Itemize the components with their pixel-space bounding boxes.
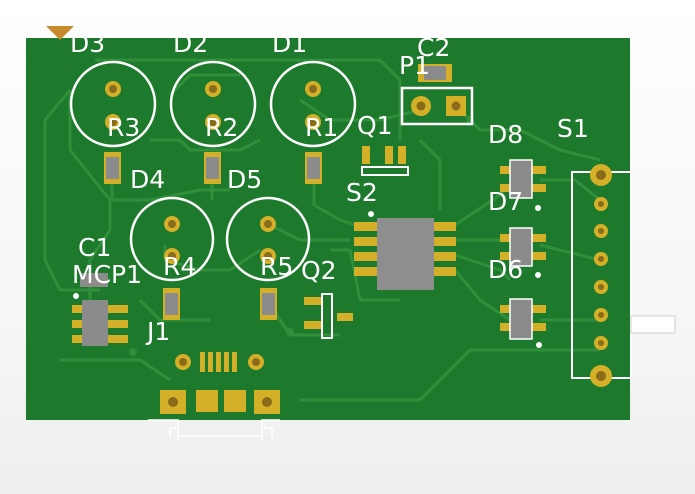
led-d5 — [225, 196, 311, 282]
label-d1: D1 — [272, 29, 307, 58]
label-c2: C2 — [417, 33, 450, 62]
label-mcp1: MCP1 — [72, 260, 142, 289]
label-r2: R2 — [205, 113, 238, 142]
label-q1: Q1 — [357, 111, 393, 140]
capacitor-c2 — [418, 64, 452, 82]
led-d3 — [69, 60, 157, 148]
capacitor-c1 — [80, 273, 108, 287]
label-d6: D6 — [488, 255, 523, 284]
resistor-r5 — [260, 288, 277, 320]
label-p1: P1 — [399, 51, 430, 80]
led-d2 — [169, 60, 257, 148]
label-d5: D5 — [227, 165, 262, 194]
label-d2: D2 — [173, 29, 208, 58]
label-j1: J1 — [145, 317, 170, 346]
label-d8: D8 — [488, 120, 523, 149]
label-q2: Q2 — [301, 256, 337, 285]
diode-d8 — [500, 159, 546, 211]
led-d1 — [269, 60, 357, 148]
label-c1: C1 — [78, 233, 111, 262]
label-d4: D4 — [130, 165, 165, 194]
resistor-r4 — [163, 288, 180, 320]
switch-s1 — [571, 164, 676, 387]
label-d3: D3 — [70, 29, 105, 58]
ic-s2 — [354, 211, 456, 290]
diode-d6 — [500, 298, 546, 348]
resistor-r1 — [305, 152, 322, 184]
label-s2: S2 — [346, 178, 378, 207]
regulator-mcp1 — [72, 293, 128, 346]
transistor-q2 — [304, 293, 353, 339]
diode-d7 — [500, 227, 546, 278]
resistor-r2 — [204, 152, 221, 184]
led-d4 — [129, 196, 215, 282]
transistor-q1 — [361, 146, 409, 176]
label-r5: R5 — [260, 252, 293, 281]
resistor-r3 — [104, 152, 121, 184]
label-d7: D7 — [488, 187, 523, 216]
header-p1 — [400, 86, 474, 126]
label-r1: R1 — [305, 113, 338, 142]
label-r4: R4 — [163, 252, 196, 281]
label-r3: R3 — [107, 113, 140, 142]
label-s1: S1 — [557, 114, 589, 143]
corner-marker — [46, 26, 74, 40]
usb-connector-j1 — [148, 352, 280, 440]
